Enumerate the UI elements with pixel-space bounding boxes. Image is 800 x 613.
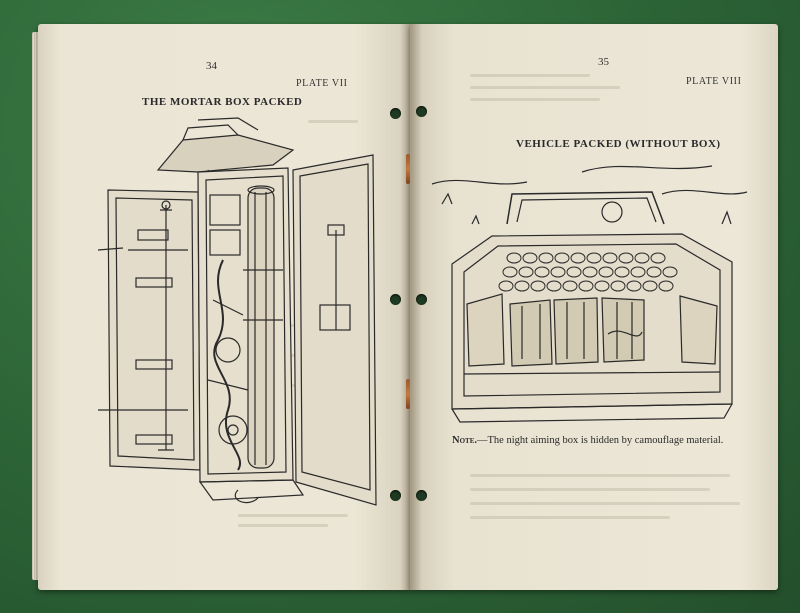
left-plate-label: PLATE VII	[296, 78, 348, 89]
binding-hole	[416, 294, 427, 305]
right-page-number: 35	[598, 56, 609, 68]
bleed-through-text	[470, 474, 730, 477]
staple	[406, 154, 410, 184]
mortar-box-illustration	[97, 117, 377, 506]
note-lead: Note.	[452, 435, 477, 446]
bleed-through-text	[470, 86, 620, 89]
binding-hole	[390, 490, 401, 501]
bleed-through-text	[308, 120, 358, 123]
left-page: 34 PLATE VII THE MORTAR BOX PACKED	[38, 24, 410, 590]
page-edges	[32, 32, 40, 580]
bleed-through-text	[470, 98, 600, 101]
right-plate-label: PLATE VIII	[686, 76, 742, 87]
bleed-through-text	[238, 524, 328, 527]
bleed-through-text	[470, 74, 590, 77]
bleed-through-text	[470, 516, 670, 519]
vehicle-illustration	[431, 165, 748, 423]
bleed-through-text	[238, 514, 348, 517]
right-plate-title: VEHICLE PACKED (WITHOUT BOX)	[516, 138, 721, 150]
open-booklet: 34 PLATE VII THE MORTAR BOX PACKED	[32, 24, 778, 590]
binding-hole	[416, 490, 427, 501]
bleed-through-text	[470, 502, 740, 505]
binding-hole	[390, 294, 401, 305]
left-plate-title: THE MORTAR BOX PACKED	[142, 96, 303, 108]
binding-gutter	[400, 24, 422, 590]
binding-hole	[416, 106, 427, 117]
right-page: 35 PLATE VIII VEHICLE PACKED (WITHOUT BO…	[410, 24, 778, 590]
left-page-number: 34	[206, 60, 217, 72]
note-text: —The night aiming box is hidden by camou…	[477, 435, 724, 446]
staple	[406, 379, 410, 409]
plate-note: Note.—The night aiming box is hidden by …	[452, 434, 752, 448]
bleed-through-text	[470, 488, 710, 491]
binding-hole	[390, 108, 401, 119]
